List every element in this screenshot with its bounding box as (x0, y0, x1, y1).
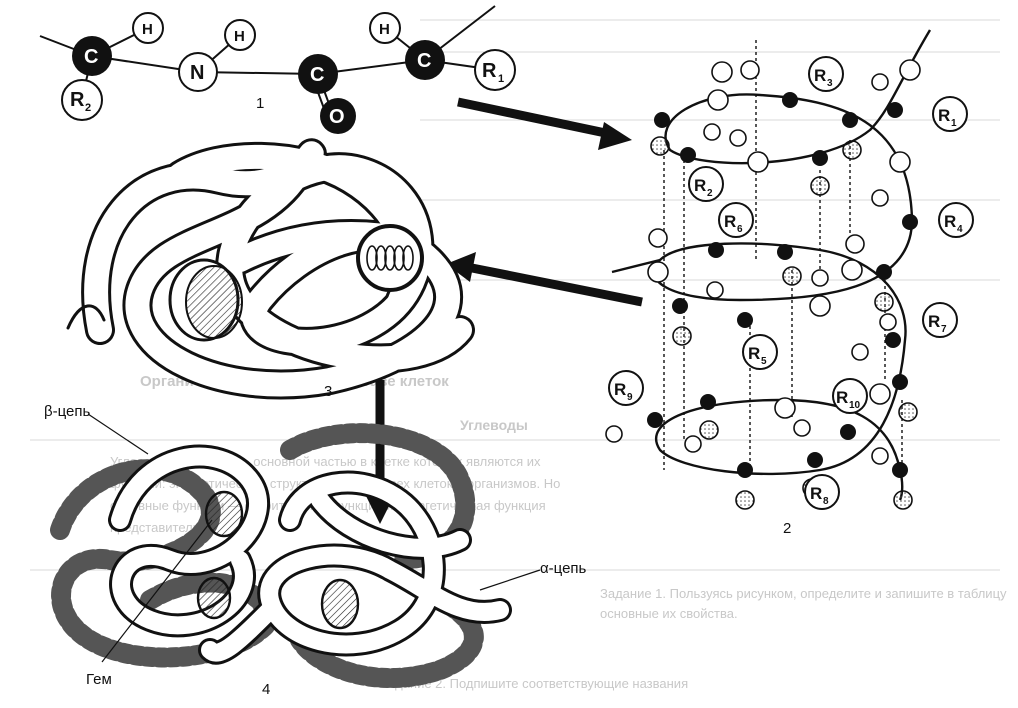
svg-text:7: 7 (941, 324, 947, 335)
atom-h2 (224, 19, 256, 51)
peptide-atoms: C H R 2 N H C O H C R 1 (61, 12, 516, 134)
helix-zoom-circle (356, 224, 424, 292)
svg-text:4: 4 (957, 224, 963, 235)
atom-r1 (474, 49, 516, 91)
atom-r1-sub: 1 (498, 73, 504, 85)
atom-r2 (61, 79, 103, 121)
atom-h3 (369, 12, 401, 44)
svg-text:3: 3 (827, 78, 833, 89)
svg-text:R: R (814, 66, 826, 85)
svg-text:R: R (938, 106, 950, 125)
heme-disk-3 (168, 258, 243, 342)
svg-text:9: 9 (627, 392, 633, 403)
heme-disks-4 (196, 490, 360, 630)
bg-line-5: Задание 1. Пользуясь рисунком, определит… (600, 586, 1007, 601)
atom-h1-label: H (142, 21, 153, 38)
svg-text:R: R (836, 388, 848, 407)
svg-text:2: 2 (707, 188, 713, 199)
svg-text:R: R (944, 212, 956, 231)
quaternary-structure (50, 423, 512, 688)
helix-atoms (605, 56, 974, 510)
panel-number-1: 1 (256, 95, 264, 112)
atom-o (320, 98, 356, 134)
svg-text:8: 8 (823, 496, 829, 507)
arrow-1-to-2 (457, 97, 616, 140)
panel-number-4: 4 (262, 681, 270, 698)
atom-h2-label: H (234, 28, 245, 45)
atom-c3 (405, 40, 445, 80)
atom-h1 (132, 12, 164, 44)
arrow-2-to-3 (471, 263, 643, 307)
atom-c2 (298, 54, 338, 94)
leader-lines (87, 413, 541, 663)
panel-number-3: 3 (324, 383, 332, 400)
bg-line-4: представители (110, 520, 200, 535)
svg-text:6: 6 (737, 224, 743, 235)
svg-text:R: R (724, 212, 736, 231)
atom-h3-label: H (379, 21, 390, 38)
arrow-1-to-2-head (598, 122, 632, 150)
svg-text:R: R (748, 344, 760, 363)
label-alpha-chain: α-цепь (540, 560, 587, 577)
panel-number-2: 2 (783, 520, 791, 537)
label-heme: Гем (86, 671, 112, 688)
atom-c1 (72, 36, 112, 76)
atom-r1-label: R (482, 60, 497, 82)
bg-line-7: Задание 2. Подпишите соответствующие наз… (380, 676, 688, 691)
bg-subheading: Углеводы (460, 417, 528, 433)
svg-text:R: R (694, 176, 706, 195)
atom-c3-label: C (417, 50, 431, 72)
arrow-2-to-3-head (446, 252, 476, 282)
svg-text:1: 1 (951, 118, 957, 129)
atom-r2-sub: 2 (85, 102, 91, 114)
svg-text:10: 10 (849, 400, 861, 411)
atom-c1-label: C (84, 46, 98, 68)
atom-r2-label: R (70, 89, 85, 111)
svg-text:5: 5 (761, 356, 767, 367)
label-beta-chain: β-цепь (44, 403, 91, 420)
svg-text:R: R (928, 312, 940, 331)
svg-text:R: R (614, 380, 626, 399)
atom-n (178, 52, 218, 92)
atom-o-label: O (329, 106, 345, 128)
bg-line-6: основные их свойства. (600, 606, 738, 621)
atom-n-label: N (190, 62, 204, 84)
svg-text:R: R (810, 484, 822, 503)
atom-c2-label: C (310, 64, 324, 86)
